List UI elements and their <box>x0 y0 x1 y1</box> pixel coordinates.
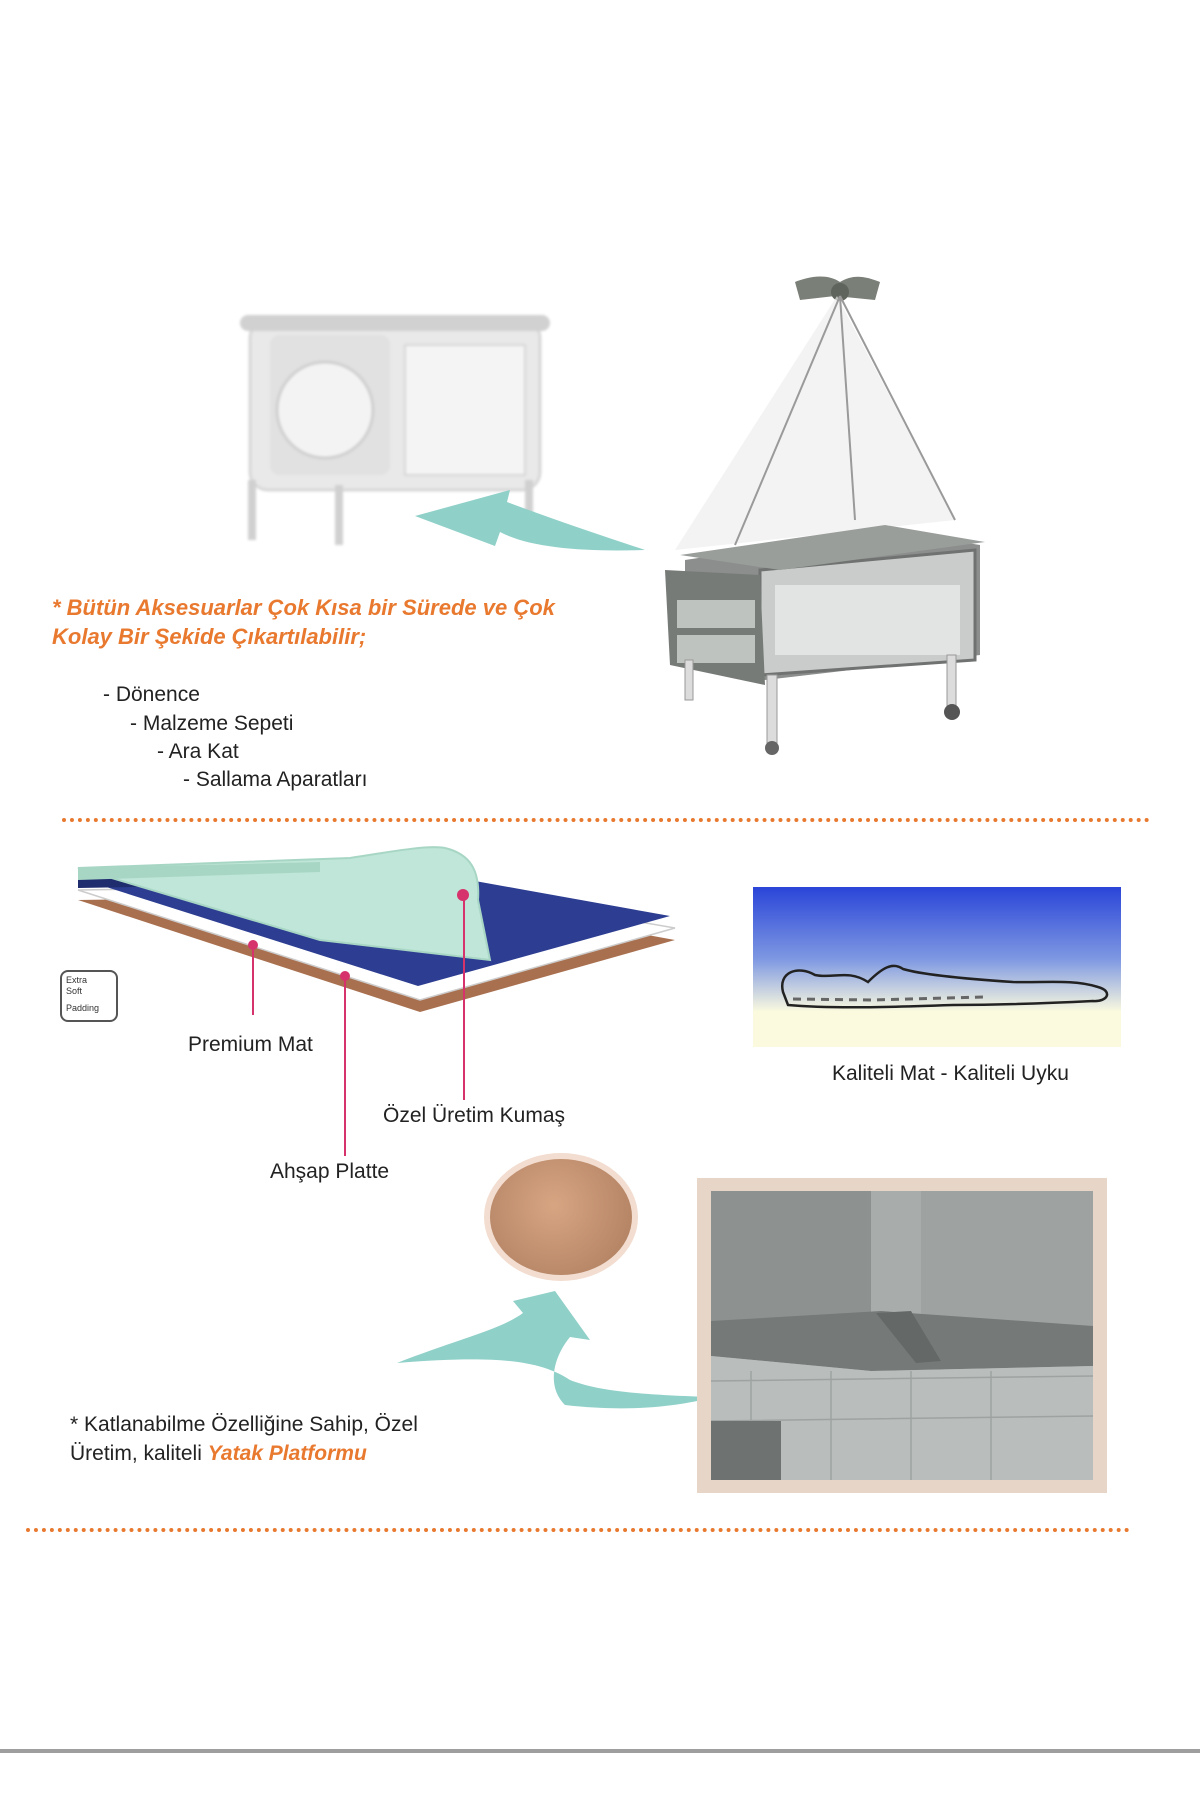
list-item: - Sallama Aparatları <box>183 768 368 791</box>
curved-arrow-1 <box>415 490 650 575</box>
marker-line-fabric <box>463 895 465 1100</box>
label-premium-mat: Premium Mat <box>188 1033 313 1056</box>
platform-text-prefix: Üretim, kaliteli <box>70 1442 208 1465</box>
section-divider-2 <box>26 1528 1130 1532</box>
playard-full-image <box>655 270 1015 770</box>
bed-platform-image <box>697 1178 1107 1493</box>
fabric-swatch-image <box>484 1153 638 1281</box>
platform-description: * Katlanabilme Özelliğine Sahip, Özel Ür… <box>70 1410 670 1468</box>
sleeping-figure-image <box>753 887 1121 1047</box>
extra-soft-padding-badge: Extra Soft Padding <box>60 970 118 1022</box>
section-divider-1 <box>62 818 1150 822</box>
marker-line-premium <box>252 945 254 1015</box>
badge-line1: Extra <box>66 975 88 985</box>
mattress-layers-image <box>70 840 690 1020</box>
platform-text-line2: Üretim, kaliteli Yatak Platformu <box>70 1439 670 1468</box>
platform-text-line1: * Katlanabilme Özelliğine Sahip, Özel <box>70 1413 418 1436</box>
sleep-quality-caption: Kaliteli Mat - Kaliteli Uyku <box>832 1062 1069 1085</box>
accessories-title-line1: * Bütün Aksesuarlar Çok Kısa bir Sürede … <box>52 595 555 620</box>
playard-basic-image <box>240 290 570 550</box>
marker-line-wood <box>344 976 346 1156</box>
badge-line3: Padding <box>66 1003 100 1013</box>
label-wood-platte: Ahşap Platte <box>270 1160 390 1183</box>
accessories-title-line2: Kolay Bir Şekide Çıkartılabilir; <box>52 624 367 649</box>
badge-line2: Soft <box>66 986 83 996</box>
bottom-rule <box>0 1749 1200 1753</box>
list-item: - Malzeme Sepeti <box>130 712 294 735</box>
curved-arrow-2 <box>395 1285 715 1420</box>
list-item: - Dönence <box>103 683 200 706</box>
platform-text-accent: Yatak Platformu <box>207 1442 367 1465</box>
list-item: - Ara Kat <box>157 740 239 763</box>
accessories-title: * Bütün Aksesuarlar Çok Kısa bir Sürede … <box>52 593 692 651</box>
label-special-fabric: Özel Üretim Kumaş <box>383 1104 566 1127</box>
